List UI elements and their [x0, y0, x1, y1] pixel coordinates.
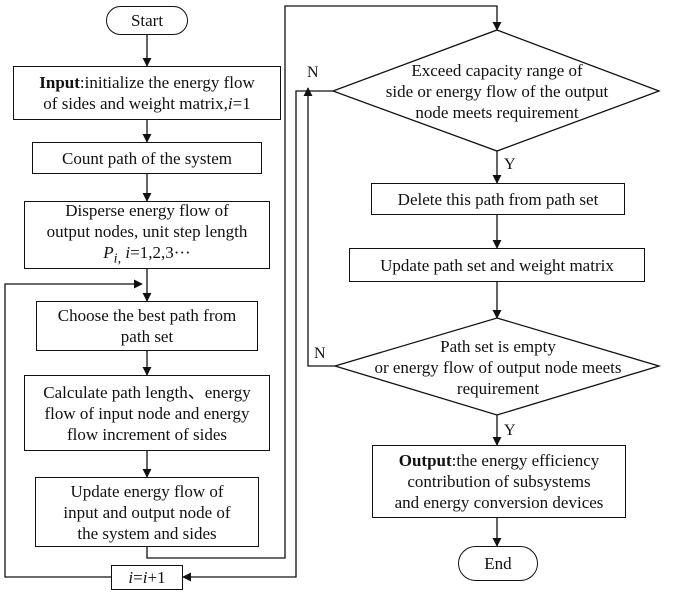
edge-increment-loop [4, 279, 143, 578]
disperse-line1: Disperse energy flow of [65, 201, 229, 221]
calculate-box: Calculate path length、energy flow of inp… [24, 375, 270, 451]
update-flow-line3: the system and sides [77, 523, 217, 543]
disperse-range: =1,2,3··· [130, 243, 191, 263]
choose-line2: path set [120, 327, 174, 346]
delete-path-box: Delete this path from path set [371, 183, 625, 215]
update-flow-line2: input and output node of [63, 502, 231, 522]
output-box: Output:the energy efficiency contributio… [372, 445, 626, 518]
edge-empty-no [303, 87, 335, 367]
update-set-box: Update path set and weight matrix [349, 248, 645, 282]
update-flow-box: Update energy flow of input and output n… [35, 477, 259, 547]
exceed-line3: node meets requirement [415, 102, 579, 122]
choose-path-box: Choose the best path from path set [36, 301, 258, 351]
end-terminal: End [458, 546, 538, 581]
disperse-var-p: P [103, 243, 114, 263]
input-var: i [227, 94, 233, 113]
increment-var1: i [128, 568, 134, 587]
disperse-line2: output nodes, unit step length [46, 222, 248, 242]
empty-yes-label: Y [504, 422, 516, 439]
decision-empty-shape [332, 317, 662, 416]
calculate-line2: flow of input node and energy [44, 403, 250, 423]
empty-no-label: N [314, 345, 326, 362]
delete-path-label: Delete this path from path set [397, 189, 599, 209]
increment-plus: +1 [147, 568, 166, 587]
empty-line3: requirement [456, 378, 540, 398]
output-text: :the energy efficiency [451, 451, 600, 470]
disperse-box: Disperse energy flow of output nodes, un… [24, 201, 270, 269]
empty-line1: Path set is empty [440, 336, 556, 356]
input-line2: of sides and weight matrix, [43, 94, 228, 113]
edge-update-exceed [146, 5, 502, 559]
start-terminal: Start [106, 6, 188, 35]
increment-eq: = [133, 568, 143, 587]
choose-line1: Choose the best path from [57, 306, 237, 325]
exceed-line2: side or energy flow of the output [385, 81, 609, 101]
calculate-line1: Calculate path length、energy [43, 382, 251, 402]
output-keyword: Output [398, 451, 452, 470]
disperse-var-i: i [125, 243, 131, 263]
disperse-sub: i, [113, 250, 122, 267]
count-path-box: Count path of the system [32, 142, 262, 174]
output-line2: contribution of subsystems [407, 472, 591, 491]
output-line3: and energy conversion devices [394, 493, 604, 512]
calculate-line3: flow increment of sides [66, 424, 228, 444]
decision-exceed-text: Exceed capacity range of side or energy … [360, 54, 634, 128]
edge-exceed-no [182, 90, 333, 582]
end-label: End [484, 554, 512, 573]
start-label: Start [130, 11, 164, 30]
exceed-line1: Exceed capacity range of [411, 60, 583, 80]
input-keyword: Input [39, 73, 80, 92]
increment-var2: i [142, 568, 148, 587]
input-box: Input:initialize the energy flow of side… [13, 66, 281, 120]
exceed-yes-label: Y [504, 156, 516, 173]
count-path-label: Count path of the system [62, 148, 232, 168]
increment-box: i=i+1 [111, 565, 183, 590]
update-set-label: Update path set and weight matrix [380, 255, 614, 275]
update-flow-line1: Update energy flow of [70, 481, 224, 501]
exceed-no-label: N [307, 64, 319, 81]
decision-empty-text: Path set is empty or energy flow of outp… [355, 334, 641, 400]
input-eq: =1 [232, 94, 251, 113]
input-text: :initialize the energy flow [79, 73, 255, 92]
decision-exceed-shape [331, 29, 661, 152]
empty-line2: or energy flow of output node meets [374, 357, 622, 377]
